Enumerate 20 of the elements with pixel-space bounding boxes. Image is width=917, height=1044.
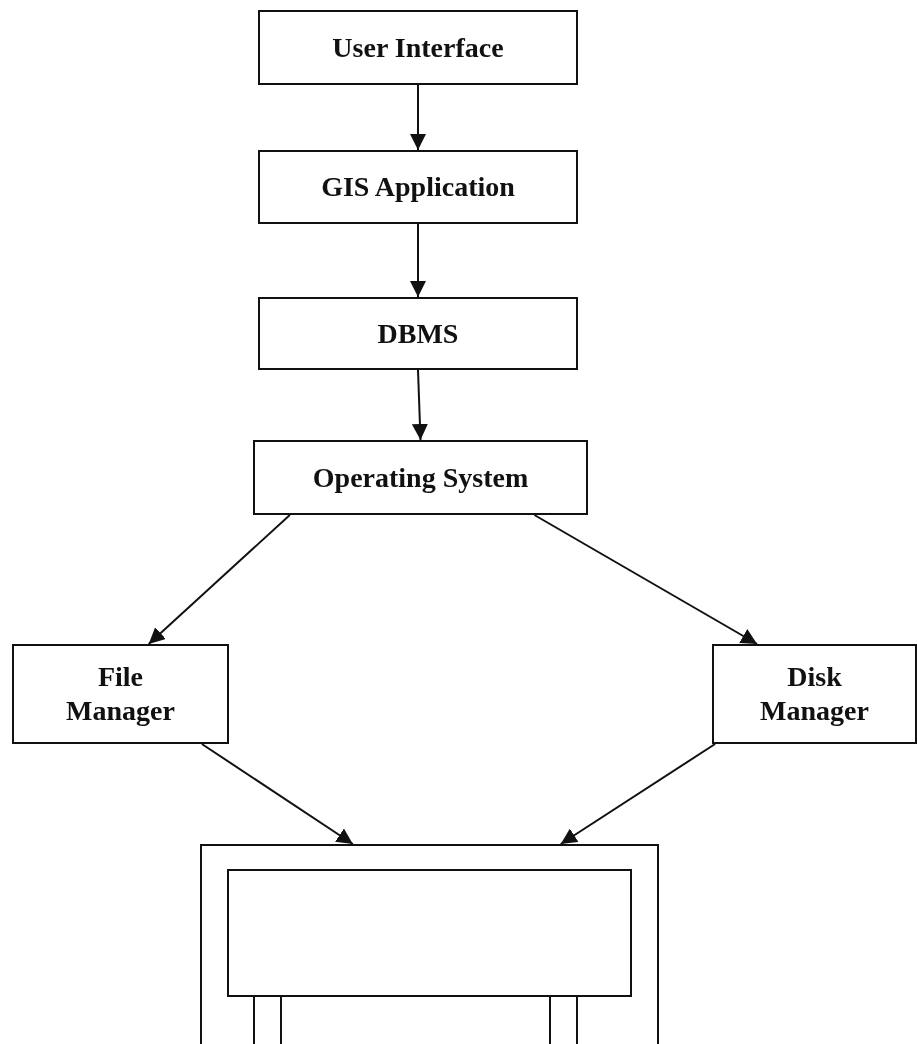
arrow xyxy=(533,514,759,645)
process-box xyxy=(258,150,578,224)
box-label: DBMS xyxy=(377,316,459,351)
arrow xyxy=(411,369,428,441)
process-box xyxy=(258,297,578,370)
box-label: Operating System xyxy=(312,460,529,495)
arrow xyxy=(147,514,291,645)
arrow xyxy=(200,743,354,845)
box-label: File Manager xyxy=(65,660,176,728)
process-box xyxy=(253,440,588,515)
arrow xyxy=(410,223,426,298)
box-label: GIS Application xyxy=(321,170,515,204)
box-label: User Interface xyxy=(332,30,504,65)
process-box xyxy=(712,644,917,744)
process-box xyxy=(12,644,229,744)
storage-unit-drawing xyxy=(200,844,659,1044)
arrow xyxy=(559,743,717,845)
process-box xyxy=(258,10,578,85)
arrow xyxy=(410,84,426,151)
box-label: Disk Manager xyxy=(759,660,870,728)
